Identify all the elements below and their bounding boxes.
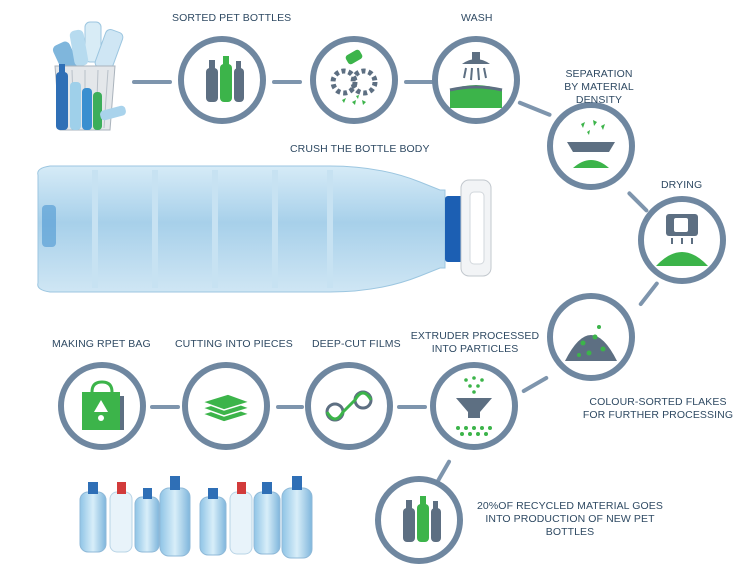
label-extruder-line2: INTO PARTICLES [431,343,519,355]
label-drying: DRYING [661,179,703,191]
connector-crush-wash [404,80,434,84]
density-separation-icon [567,120,615,168]
step-drying [638,196,726,284]
label-extruder: EXTRUDER PROCESSED INTO PARTICLES [410,330,540,356]
step-flakes [547,293,635,381]
label-deep-cut: DEEP-CUT FILMS [312,338,401,350]
label-extruder-line1: EXTRUDER PROCESSED [410,330,540,342]
shower-wash-icon [449,52,503,108]
new-bottles-icon [403,496,441,542]
label-flakes-line2: FOR FURTHER PROCESSING [582,409,734,421]
rpet-bag-icon [82,380,124,430]
big-bottle-illustration [37,165,492,293]
label-crush: CRUSH THE BOTTLE BODY [290,143,430,155]
label-making-bag: MAKING RPET BAG [52,338,151,350]
drying-icon [656,214,708,266]
label-cutting: CUTTING INTO PIECES [175,338,293,350]
step-wash [432,36,520,124]
step-cutting [182,362,270,450]
step-extruder [430,362,518,450]
label-separation-line1: SEPARATION [565,68,633,80]
step-sorted-bottles [178,36,266,124]
connector-cutting-bag [150,405,180,409]
connector-extruder-deepcut [397,405,427,409]
label-recycled-line1: 20%OF RECYCLED MATERIAL GOES [476,500,663,512]
recycle-bin-bottles [52,21,126,131]
flakes-icon [565,325,617,361]
connector-deepcut-cutting [276,405,304,409]
label-wash: WASH [461,12,493,24]
step-crush [310,36,398,124]
connector-bin-sorted [132,80,172,84]
connector-sorted-crush [272,80,302,84]
step-recycled [375,476,463,564]
gears-crush-icon [330,49,378,105]
stacked-pieces-icon [199,393,253,423]
bottles-icon [206,56,244,102]
step-deep-cut [305,362,393,450]
label-separation-line2: BY MATERIAL DENSITY [564,81,634,106]
label-recycled-line2: INTO PRODUCTION OF NEW PET BOTTLES [485,513,655,538]
film-rollers-icon [325,390,373,422]
label-recycled: 20%OF RECYCLED MATERIAL GOES INTO PRODUC… [470,500,670,539]
extruder-icon [456,376,492,436]
label-flakes-line1: COLOUR-SORTED FLAKES [589,396,727,408]
label-flakes: COLOUR-SORTED FLAKES FOR FURTHER PROCESS… [582,396,734,422]
new-bottles-row [79,476,313,559]
label-sorted-bottles: SORTED PET BOTTLES [172,12,292,24]
label-separation: SEPARATION BY MATERIAL DENSITY [541,68,657,107]
step-separation [547,102,635,190]
step-making-bag [58,362,146,450]
